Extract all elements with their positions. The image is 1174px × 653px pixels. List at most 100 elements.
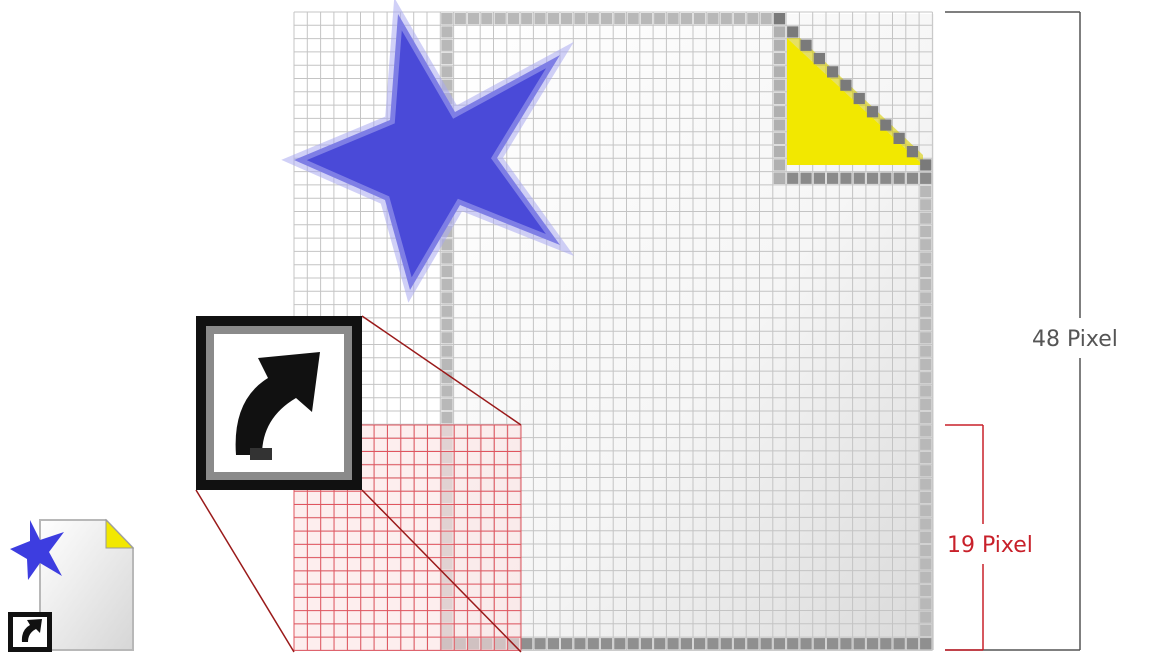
- pixel-block: [840, 638, 851, 649]
- pixel-block: [588, 638, 599, 649]
- pixel-block: [787, 638, 798, 649]
- pixel-block: [441, 26, 452, 37]
- pixel-block: [441, 252, 452, 263]
- pixel-block: [920, 465, 931, 476]
- pixel-block: [920, 319, 931, 330]
- pixel-block: [734, 638, 745, 649]
- pixel-block: [920, 492, 931, 503]
- pixel-block: [920, 479, 931, 490]
- fold-base-step: [814, 173, 825, 184]
- fold-step: [894, 133, 905, 144]
- fold-side-step: [774, 93, 785, 104]
- pixel-block: [707, 638, 718, 649]
- fold-step: [800, 40, 811, 51]
- pixel-block: [441, 319, 452, 330]
- pixel-block: [920, 266, 931, 277]
- pixel-block: [441, 40, 452, 51]
- fold-side-step: [774, 66, 785, 77]
- pixel-block: [481, 13, 492, 24]
- pixel-block: [854, 638, 865, 649]
- fold-side-step: [774, 106, 785, 117]
- pixel-block: [920, 252, 931, 263]
- pixel-block: [441, 279, 452, 290]
- pixel-block: [468, 13, 479, 24]
- pixel-block: [920, 439, 931, 450]
- pixel-block: [521, 13, 532, 24]
- pixel-block: [534, 638, 545, 649]
- fold-base-step: [800, 173, 811, 184]
- pixel-block: [920, 505, 931, 516]
- pixel-block: [920, 372, 931, 383]
- small-shortcut-arrow-icon: [8, 612, 52, 652]
- pixel-block: [920, 572, 931, 583]
- fold-base-step: [840, 173, 851, 184]
- pixel-block: [441, 412, 452, 423]
- pixel-block: [601, 638, 612, 649]
- fold-step: [907, 146, 918, 157]
- pixel-block: [548, 638, 559, 649]
- fold-step: [827, 66, 838, 77]
- pixel-block: [495, 13, 506, 24]
- fold-step: [774, 13, 785, 24]
- pixel-block: [441, 292, 452, 303]
- pixel-block: [441, 399, 452, 410]
- fold-step: [867, 106, 878, 117]
- pixel-block: [920, 452, 931, 463]
- fold-base-step: [920, 173, 931, 184]
- pixel-block: [920, 226, 931, 237]
- total-size-label: 48 Pixel: [1032, 327, 1118, 352]
- pixel-block: [441, 13, 452, 24]
- fold-side-step: [774, 53, 785, 64]
- fold-side-step: [774, 133, 785, 144]
- pixel-block: [920, 213, 931, 224]
- pixel-block: [614, 638, 625, 649]
- fold-step: [854, 93, 865, 104]
- pixel-block: [628, 13, 639, 24]
- fold-step: [840, 80, 851, 91]
- pixel-block: [894, 638, 905, 649]
- pixel-block: [574, 13, 585, 24]
- pixel-block: [880, 638, 891, 649]
- fold-side-step: [774, 80, 785, 91]
- pixel-block: [920, 612, 931, 623]
- fold-base-step: [787, 173, 798, 184]
- pixel-block: [561, 13, 572, 24]
- pixel-block: [920, 532, 931, 543]
- pixel-block: [694, 13, 705, 24]
- pixel-block: [747, 638, 758, 649]
- fold-side-step: [774, 26, 785, 37]
- pixel-block: [441, 359, 452, 370]
- pixel-block: [920, 399, 931, 410]
- pixel-block: [561, 638, 572, 649]
- overlay-size-label: 19 Pixel: [947, 533, 1033, 558]
- pixel-block: [920, 239, 931, 250]
- pixel-block: [814, 638, 825, 649]
- pixel-block: [920, 359, 931, 370]
- pixel-block: [508, 13, 519, 24]
- pixel-block: [800, 638, 811, 649]
- pixel-block: [920, 186, 931, 197]
- pixel-block: [827, 638, 838, 649]
- pixel-block: [548, 13, 559, 24]
- pixel-block: [920, 545, 931, 556]
- pixel-block: [920, 385, 931, 396]
- pixel-block: [681, 13, 692, 24]
- pixel-block: [920, 292, 931, 303]
- pixel-block: [721, 13, 732, 24]
- pixel-block: [601, 13, 612, 24]
- fold-step: [920, 159, 931, 170]
- pixel-block: [761, 13, 772, 24]
- pixel-block: [441, 66, 452, 77]
- pixel-block: [667, 13, 678, 24]
- fold-side-step: [774, 159, 785, 170]
- pixel-block: [641, 638, 652, 649]
- pixel-block: [641, 13, 652, 24]
- pixel-block: [441, 53, 452, 64]
- pixel-block: [920, 306, 931, 317]
- fold-base-step: [854, 173, 865, 184]
- pixel-block: [920, 585, 931, 596]
- pixel-block: [920, 558, 931, 569]
- pixel-block: [867, 638, 878, 649]
- pixel-block: [614, 13, 625, 24]
